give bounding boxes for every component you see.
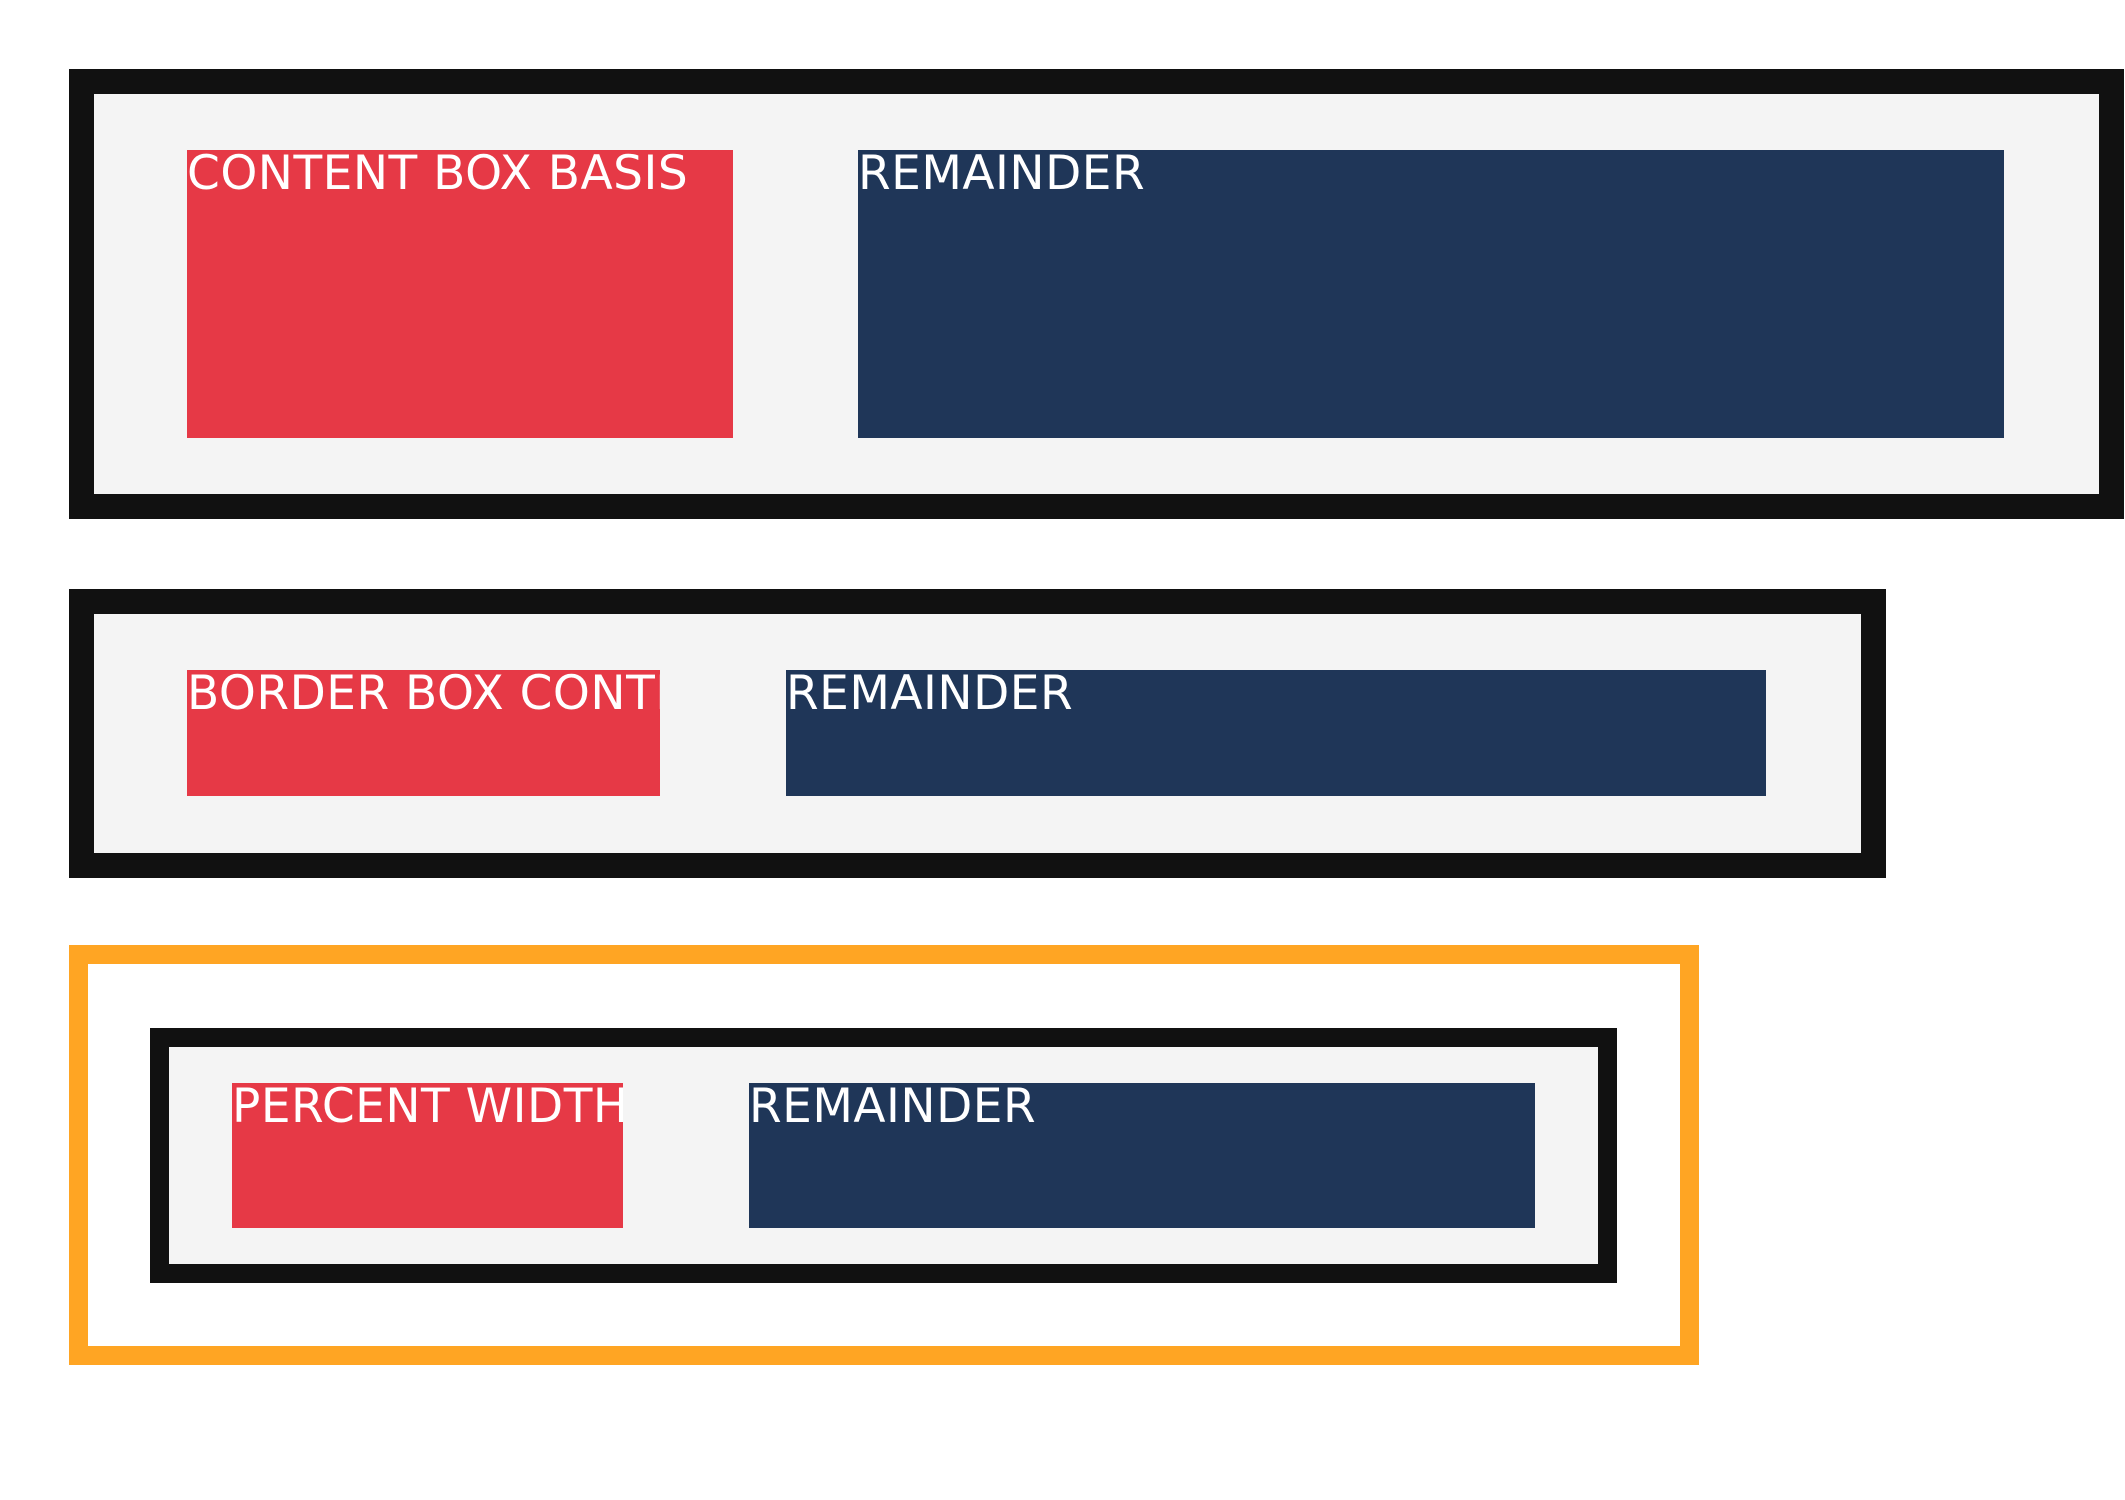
content-box-remainder-block: REMAINDER	[858, 150, 2004, 438]
percent-width-remainder-block: REMAINDER	[749, 1083, 1535, 1228]
border-box-remainder-block: REMAINDER	[786, 670, 1766, 796]
percent-width-remainder-label: REMAINDER	[749, 1083, 1037, 1134]
border-box-remainder-label: REMAINDER	[786, 670, 1074, 721]
content-box-remainder-label: REMAINDER	[858, 150, 1146, 201]
content-box-basis-block: CONTENT BOX BASIS	[187, 150, 733, 438]
border-box-basis-block: BORDER BOX CONTENT	[187, 670, 660, 796]
content-box-basis-label: CONTENT BOX BASIS	[187, 150, 689, 201]
percent-width-basis-label: PERCENT WIDTH	[232, 1083, 623, 1134]
border-box-basis-label: BORDER BOX CONTENT	[187, 670, 660, 721]
percent-width-basis-block: PERCENT WIDTH	[232, 1083, 623, 1228]
